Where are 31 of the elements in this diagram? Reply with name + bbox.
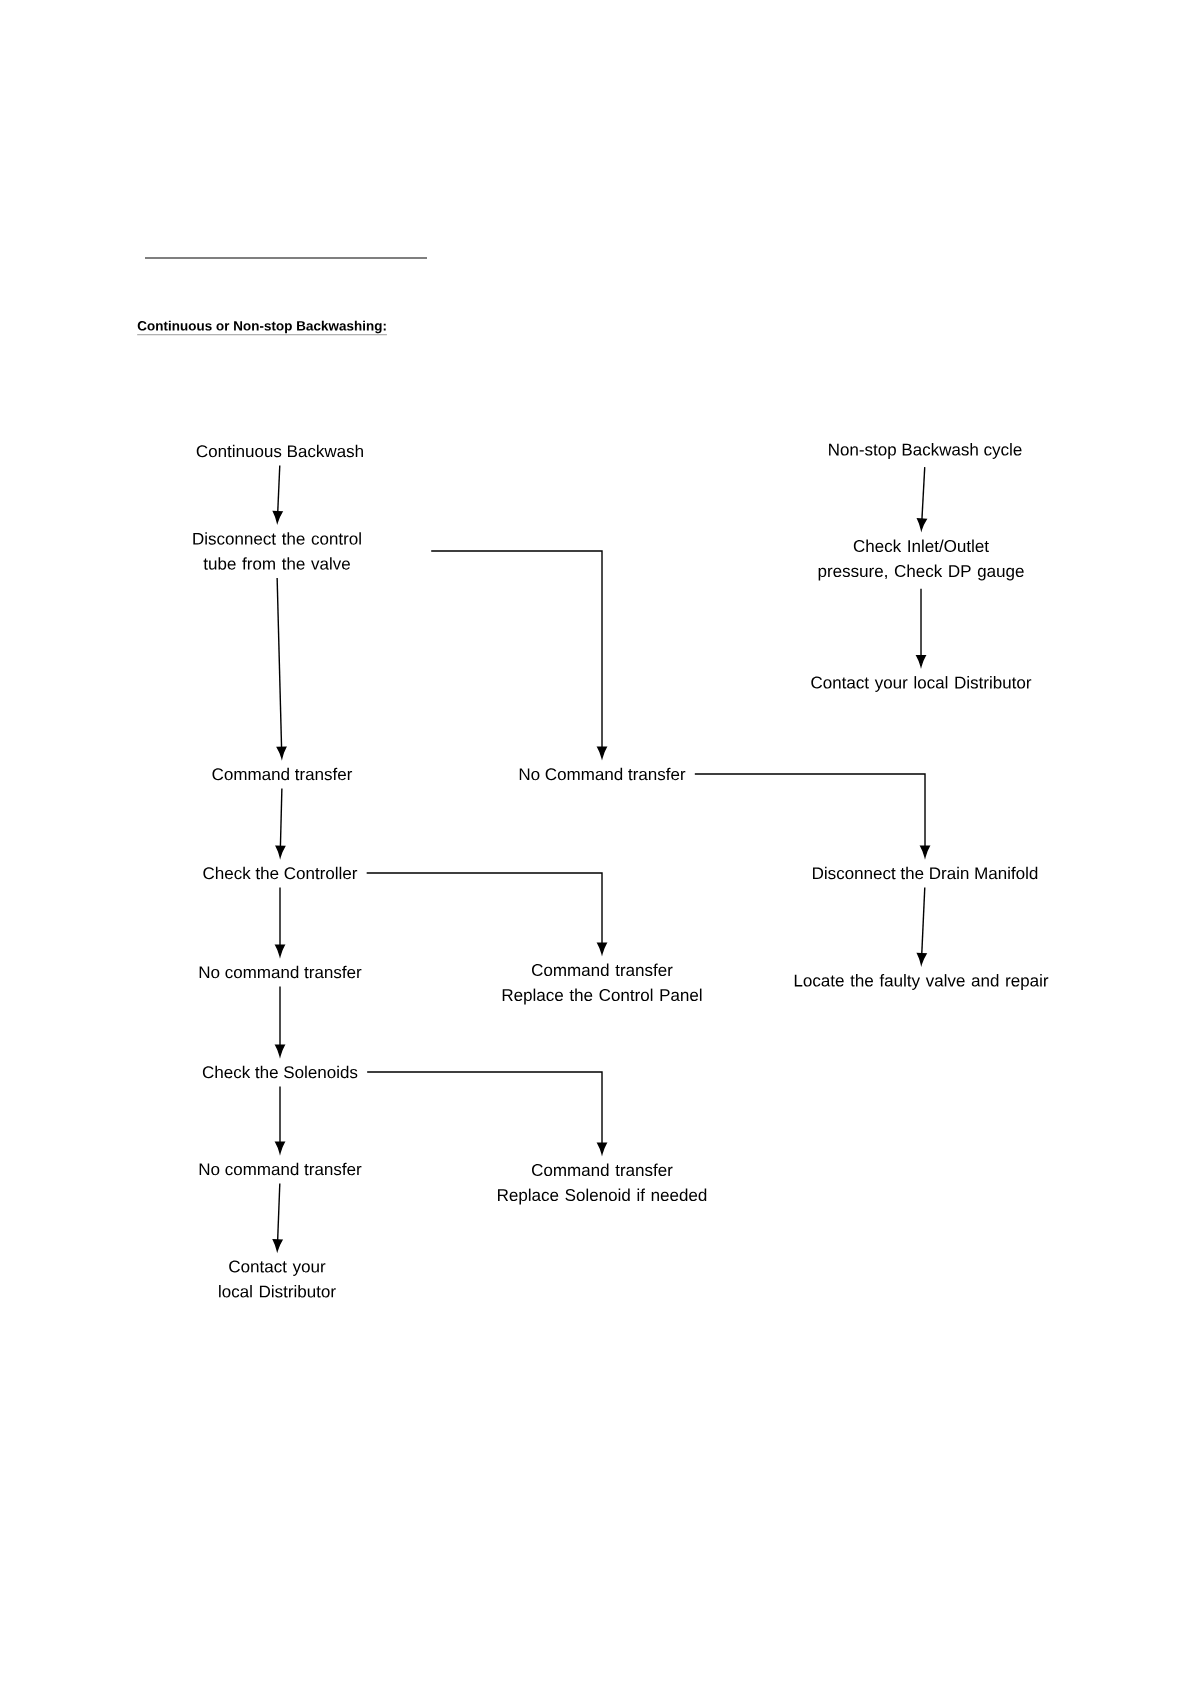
arrow <box>275 886 285 957</box>
step-text: No Command transfer <box>519 767 686 781</box>
arrow <box>275 1085 285 1154</box>
arrow <box>916 886 927 965</box>
arrow <box>917 466 927 531</box>
step-text: Command transfer Replace Solenoid if needed <box>498 1163 707 1205</box>
arrow <box>366 1071 607 1155</box>
step-text: Command transfer <box>212 767 353 781</box>
step-text: Disconnect the control tube from the valve <box>193 532 361 570</box>
arrow <box>916 587 926 667</box>
arrow <box>366 872 607 955</box>
step-text: Locate the faulty valve and repair <box>794 974 1049 990</box>
step-text: Contact your local Distributor <box>219 1260 336 1298</box>
arrow <box>275 787 286 858</box>
step-text: Contact your local Distributor <box>811 676 1032 692</box>
arrow <box>275 985 285 1057</box>
step-text: No command transfer <box>199 965 362 979</box>
step-text: Check the Solenoids <box>202 1065 358 1079</box>
arrow <box>272 1182 283 1252</box>
arrow <box>430 550 607 759</box>
section-heading: Continuous or Non-stop Backwashing: <box>137 320 388 335</box>
step-text: Command transfer Replace the Control Panel <box>502 963 702 1005</box>
step-text: Disconnect the Drain Manifold <box>813 866 1038 880</box>
arrow <box>276 577 287 759</box>
step-text: Continuous Backwash <box>196 444 363 458</box>
step-text: No command transfer <box>199 1162 362 1176</box>
step-text: Check Inlet/Outlet pressure, Check DP gauge <box>818 539 1024 581</box>
arrow <box>694 773 930 858</box>
step-text: Check the Controller <box>203 866 358 880</box>
arrow <box>272 464 283 523</box>
step-text: Non-stop Backwash cycle <box>829 443 1022 459</box>
